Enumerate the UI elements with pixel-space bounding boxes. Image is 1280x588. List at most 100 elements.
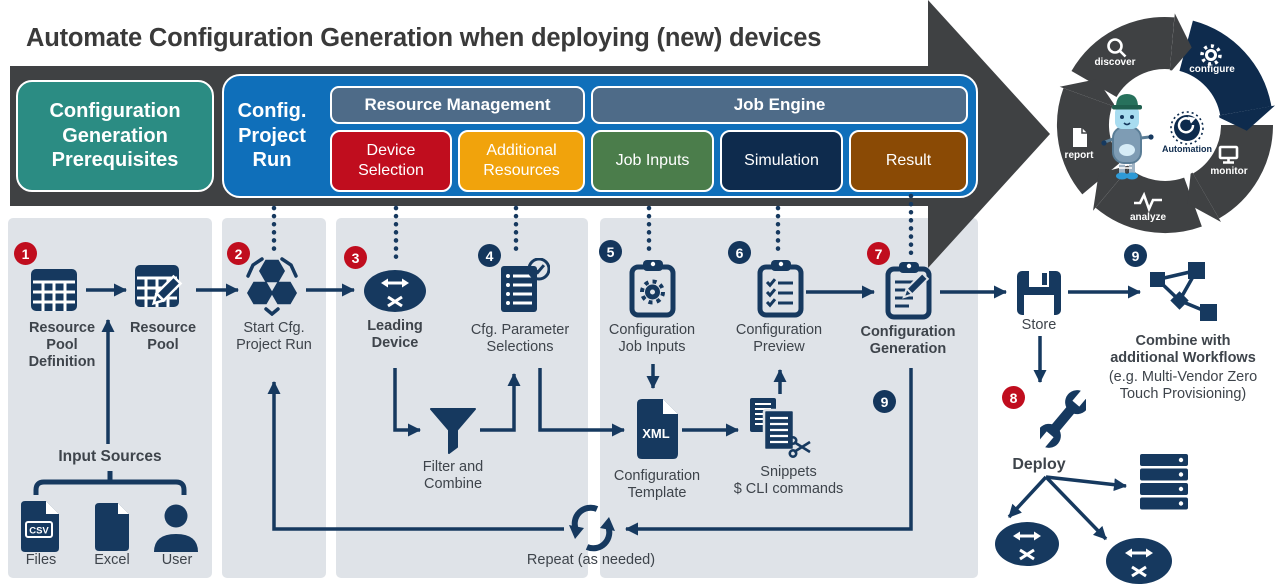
arrow-device-to-filter (393, 368, 421, 437)
arrow-selections-to-xml (538, 368, 625, 437)
arrowhead-monitor (1187, 170, 1221, 222)
box-prerequisites: Configuration Generation Prerequisites (16, 80, 214, 192)
step-badge-2: 2 (227, 242, 250, 265)
xml-file-text: XML (642, 426, 670, 441)
arrowhead-discover (1169, 13, 1192, 74)
label-repeat: Repeat (as needed) (526, 552, 656, 568)
workflow-network-icon (1150, 262, 1217, 321)
user-icon (154, 504, 198, 552)
result-text: Result (885, 152, 932, 170)
label-leading-device: Leading Device (367, 318, 423, 351)
job-inputs-text: Job Inputs (615, 152, 690, 170)
label-configuration-preview: Configuration Preview (735, 322, 823, 355)
label-store: Store (1021, 317, 1057, 333)
box-prerequisites-label: Configuration Generation Prerequisites (49, 100, 181, 172)
box-job-engine: Job Engine (591, 86, 968, 124)
snippets-icon (750, 398, 811, 458)
table-icon (31, 269, 77, 311)
label-configuration-template: Configuration Template (613, 468, 701, 501)
box-result: Result (849, 130, 968, 192)
box-simulation: Simulation (720, 130, 843, 192)
report-doc-icon (1073, 128, 1087, 147)
arrow-filter-to-selections (480, 373, 521, 432)
additional-resources-text: Additional Resources (483, 142, 560, 179)
step-badge-5: 5 (599, 240, 622, 263)
input-sources-bracket (33, 479, 187, 495)
process-arrow-head (928, 0, 1050, 268)
box-resource-management: Resource Management (330, 86, 585, 124)
arrow-deploy-to-server (1045, 475, 1127, 492)
excel-file-icon (95, 503, 129, 551)
arrow-deploy-to-router-b (1044, 475, 1108, 541)
router-icon (364, 270, 426, 312)
clipboard-gear-icon (629, 260, 676, 318)
label-configuration-job-inputs: Configuration Job Inputs (608, 322, 696, 355)
repeat-line-from-generation (625, 368, 913, 536)
label-filter-combine: Filter and Combine (422, 459, 484, 492)
lifecycle-configure-label: configure (1189, 64, 1235, 75)
arrowhead-configure (1216, 105, 1275, 131)
label-start-cfg-project-run: Start Cfg. Project Run (236, 320, 312, 353)
label-user: User (161, 552, 193, 568)
label-combine-workflows: Combine with additional Workflows (1110, 333, 1256, 366)
box-device-selection: Device Selection (330, 130, 452, 192)
wrench-deploy-icon (1040, 387, 1086, 451)
project-run-text: Config. Project Run (237, 100, 307, 172)
magnifier-icon (1107, 38, 1127, 58)
csv-file-icon: CSV (21, 501, 59, 552)
repeat-line-to-start (267, 381, 564, 531)
monitor-icon (1218, 145, 1239, 164)
router-deploy-b-icon (1106, 538, 1172, 584)
segment-analyze (1095, 167, 1202, 233)
step-badge-6: 6 (728, 241, 751, 264)
automation-lifecycle-ring: discover configure monitor analyze repor… (1057, 13, 1275, 233)
step-badge-4: 4 (478, 244, 501, 267)
gear-icon (1200, 44, 1222, 66)
automation-label: Automation (1162, 144, 1212, 154)
box-job-inputs: Job Inputs (591, 130, 714, 192)
clipboard-edit-icon (885, 262, 932, 320)
label-resource-pool: Resource Pool (129, 320, 197, 353)
label-snippets: Snippets $ CLI commands (733, 464, 844, 497)
xml-file-icon: XML (637, 399, 678, 459)
arrowhead-report (1059, 79, 1117, 108)
step-badge-1: 1 (14, 242, 37, 265)
label-input-sources: Input Sources (58, 448, 162, 465)
resource-management-text: Resource Management (364, 94, 551, 114)
step-badge-9-combine: 9 (1124, 244, 1147, 267)
clipboard-checklist-icon (757, 260, 804, 318)
page-title: Automate Configuration Generation when d… (26, 24, 822, 52)
job-engine-text: Job Engine (733, 94, 826, 114)
label-deploy: Deploy (1012, 456, 1066, 473)
router-deploy-a-icon (995, 522, 1059, 566)
segment-monitor (1192, 123, 1273, 219)
segment-configure (1178, 20, 1272, 117)
parameter-checklist-icon (501, 258, 550, 312)
device-selection-text: Device Selection (358, 142, 424, 179)
step-badge-9-repeat: 9 (873, 390, 896, 413)
box-project-run-label: Config. Project Run (224, 80, 320, 192)
label-resource-pool-definition: Resource Pool Definition (28, 320, 96, 370)
step-badge-7: 7 (867, 242, 890, 265)
repeat-icon (569, 504, 615, 552)
floppy-store-icon (1017, 271, 1061, 315)
robot-mascot (1101, 94, 1154, 180)
automation-refresh-icon (1170, 111, 1204, 145)
label-excel: Excel (94, 552, 130, 568)
step-badge-8: 8 (1002, 386, 1025, 409)
analyze-pulse-icon (1134, 191, 1162, 213)
label-combine-note: (e.g. Multi-Vendor Zero Touch Provisioni… (1108, 369, 1258, 402)
label-configuration-generation: Configuration Generation (860, 324, 956, 357)
funnel-icon (430, 408, 476, 454)
table-edit-icon (135, 265, 183, 307)
csv-file-text: CSV (29, 526, 49, 537)
lifecycle-analyze-label: analyze (1130, 212, 1167, 223)
project-run-hexagons-icon (246, 257, 298, 316)
lifecycle-monitor-label: monitor (1210, 166, 1247, 177)
server-icon (1140, 454, 1188, 510)
segment-discover (1071, 17, 1175, 98)
step-badge-3: 3 (344, 246, 367, 269)
panel-job-engine (600, 218, 978, 578)
